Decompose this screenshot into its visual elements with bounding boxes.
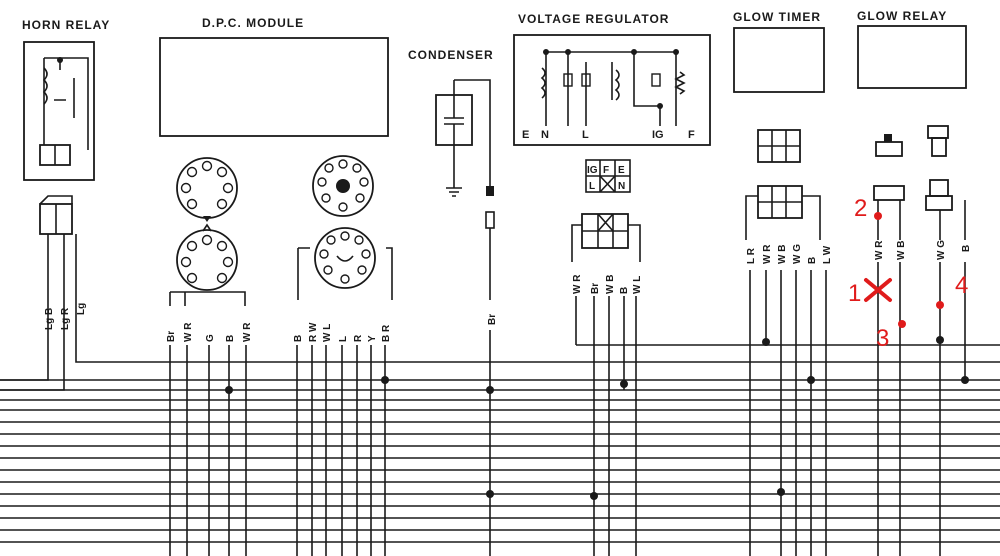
timer-label-1: L R (746, 247, 757, 264)
dpc-left-label-4: B (225, 335, 236, 342)
terminal-ig: IG (652, 129, 664, 141)
conn-letter-e: E (618, 165, 625, 176)
dpc-module-box (159, 37, 389, 137)
annotation-point-2 (874, 212, 882, 220)
terminal-f: F (688, 129, 695, 141)
reg-label-4: B (619, 287, 630, 294)
timer-label-5: B (807, 257, 818, 264)
glow-left-label-1: W R (874, 240, 885, 260)
conn-letter-f: F (603, 165, 609, 176)
condenser (435, 79, 495, 556)
dpc-right-label-5: R (353, 334, 364, 342)
dpc-left-label-5: W R (242, 322, 253, 342)
dpc-module (159, 37, 393, 306)
voltage-regulator-title: VOLTAGE REGULATOR (518, 12, 669, 26)
regulator-harness (571, 213, 641, 556)
voltage-regulator (513, 34, 711, 146)
annotation-label-4: 4 (955, 272, 968, 299)
dpc-right-label-1: B (293, 335, 304, 342)
bus-lines (0, 344, 1000, 543)
reg-label-5: W L (632, 276, 643, 294)
annotation-markers (864, 212, 944, 328)
annotation-point-4 (936, 301, 944, 309)
horn-relay-box (23, 41, 95, 181)
horn-wire-label-3: Lg (76, 303, 87, 315)
horn-wires (0, 234, 1000, 391)
reg-label-3: W B (605, 275, 616, 294)
condenser-wire-label: Br (487, 314, 498, 325)
glow-timer-box (733, 27, 825, 93)
dpc-module-title: D.P.C. MODULE (202, 16, 304, 30)
horn-relay-title: HORN RELAY (22, 18, 110, 32)
timer-label-6: L W (822, 245, 833, 264)
glow-relay-box (857, 25, 967, 89)
dpc-left-label-2: W R (183, 322, 194, 342)
dpc-right-label-7: B R (381, 324, 392, 342)
dpc-right-label-2: R W (308, 322, 319, 342)
horn-wire-label-1: Lg B (44, 308, 55, 330)
junction-dots (225, 336, 969, 500)
condenser-title: CONDENSER (408, 48, 494, 62)
glow-right-label-2: B (961, 245, 972, 252)
dpc-left-wires (169, 345, 247, 556)
glow-left-label-2: W B (896, 241, 907, 260)
voltage-regulator-box (513, 34, 711, 146)
dpc-right-label-6: Y (367, 335, 378, 342)
annotation-cross-mark (864, 278, 892, 302)
regulator-connector-table (585, 159, 631, 193)
reg-label-2: Br (590, 283, 601, 294)
glow-right-label-1: W G (936, 240, 947, 260)
horn-relay (23, 41, 95, 235)
dpc-left-label-3: G (205, 334, 216, 342)
glow-relay-title: GLOW RELAY (857, 9, 947, 23)
timer-label-3: W B (777, 245, 788, 264)
timer-label-2: W R (762, 244, 773, 264)
reg-label-1: W R (572, 274, 583, 294)
annotation-label-2: 2 (854, 195, 867, 222)
glow-timer-title: GLOW TIMER (733, 10, 821, 24)
glow-timer (733, 27, 827, 556)
terminal-e: E (522, 129, 529, 141)
conn-letter-l: L (589, 181, 595, 192)
conn-letter-n: N (618, 181, 625, 192)
annotation-label-3: 3 (876, 325, 889, 352)
terminal-l: L (582, 129, 589, 141)
annotation-point-3 (898, 320, 906, 328)
horn-wire-label-2: Lg R (60, 307, 71, 330)
terminal-n: N (541, 129, 549, 141)
dpc-right-wires (296, 345, 386, 556)
annotation-label-1: 1 (848, 280, 861, 307)
dpc-right-label-3: W L (322, 324, 333, 342)
dpc-left-label-1: Br (166, 331, 177, 342)
timer-label-4: W G (792, 244, 803, 264)
conn-letter-ig: IG (587, 165, 598, 176)
dpc-right-label-4: L (338, 336, 349, 342)
